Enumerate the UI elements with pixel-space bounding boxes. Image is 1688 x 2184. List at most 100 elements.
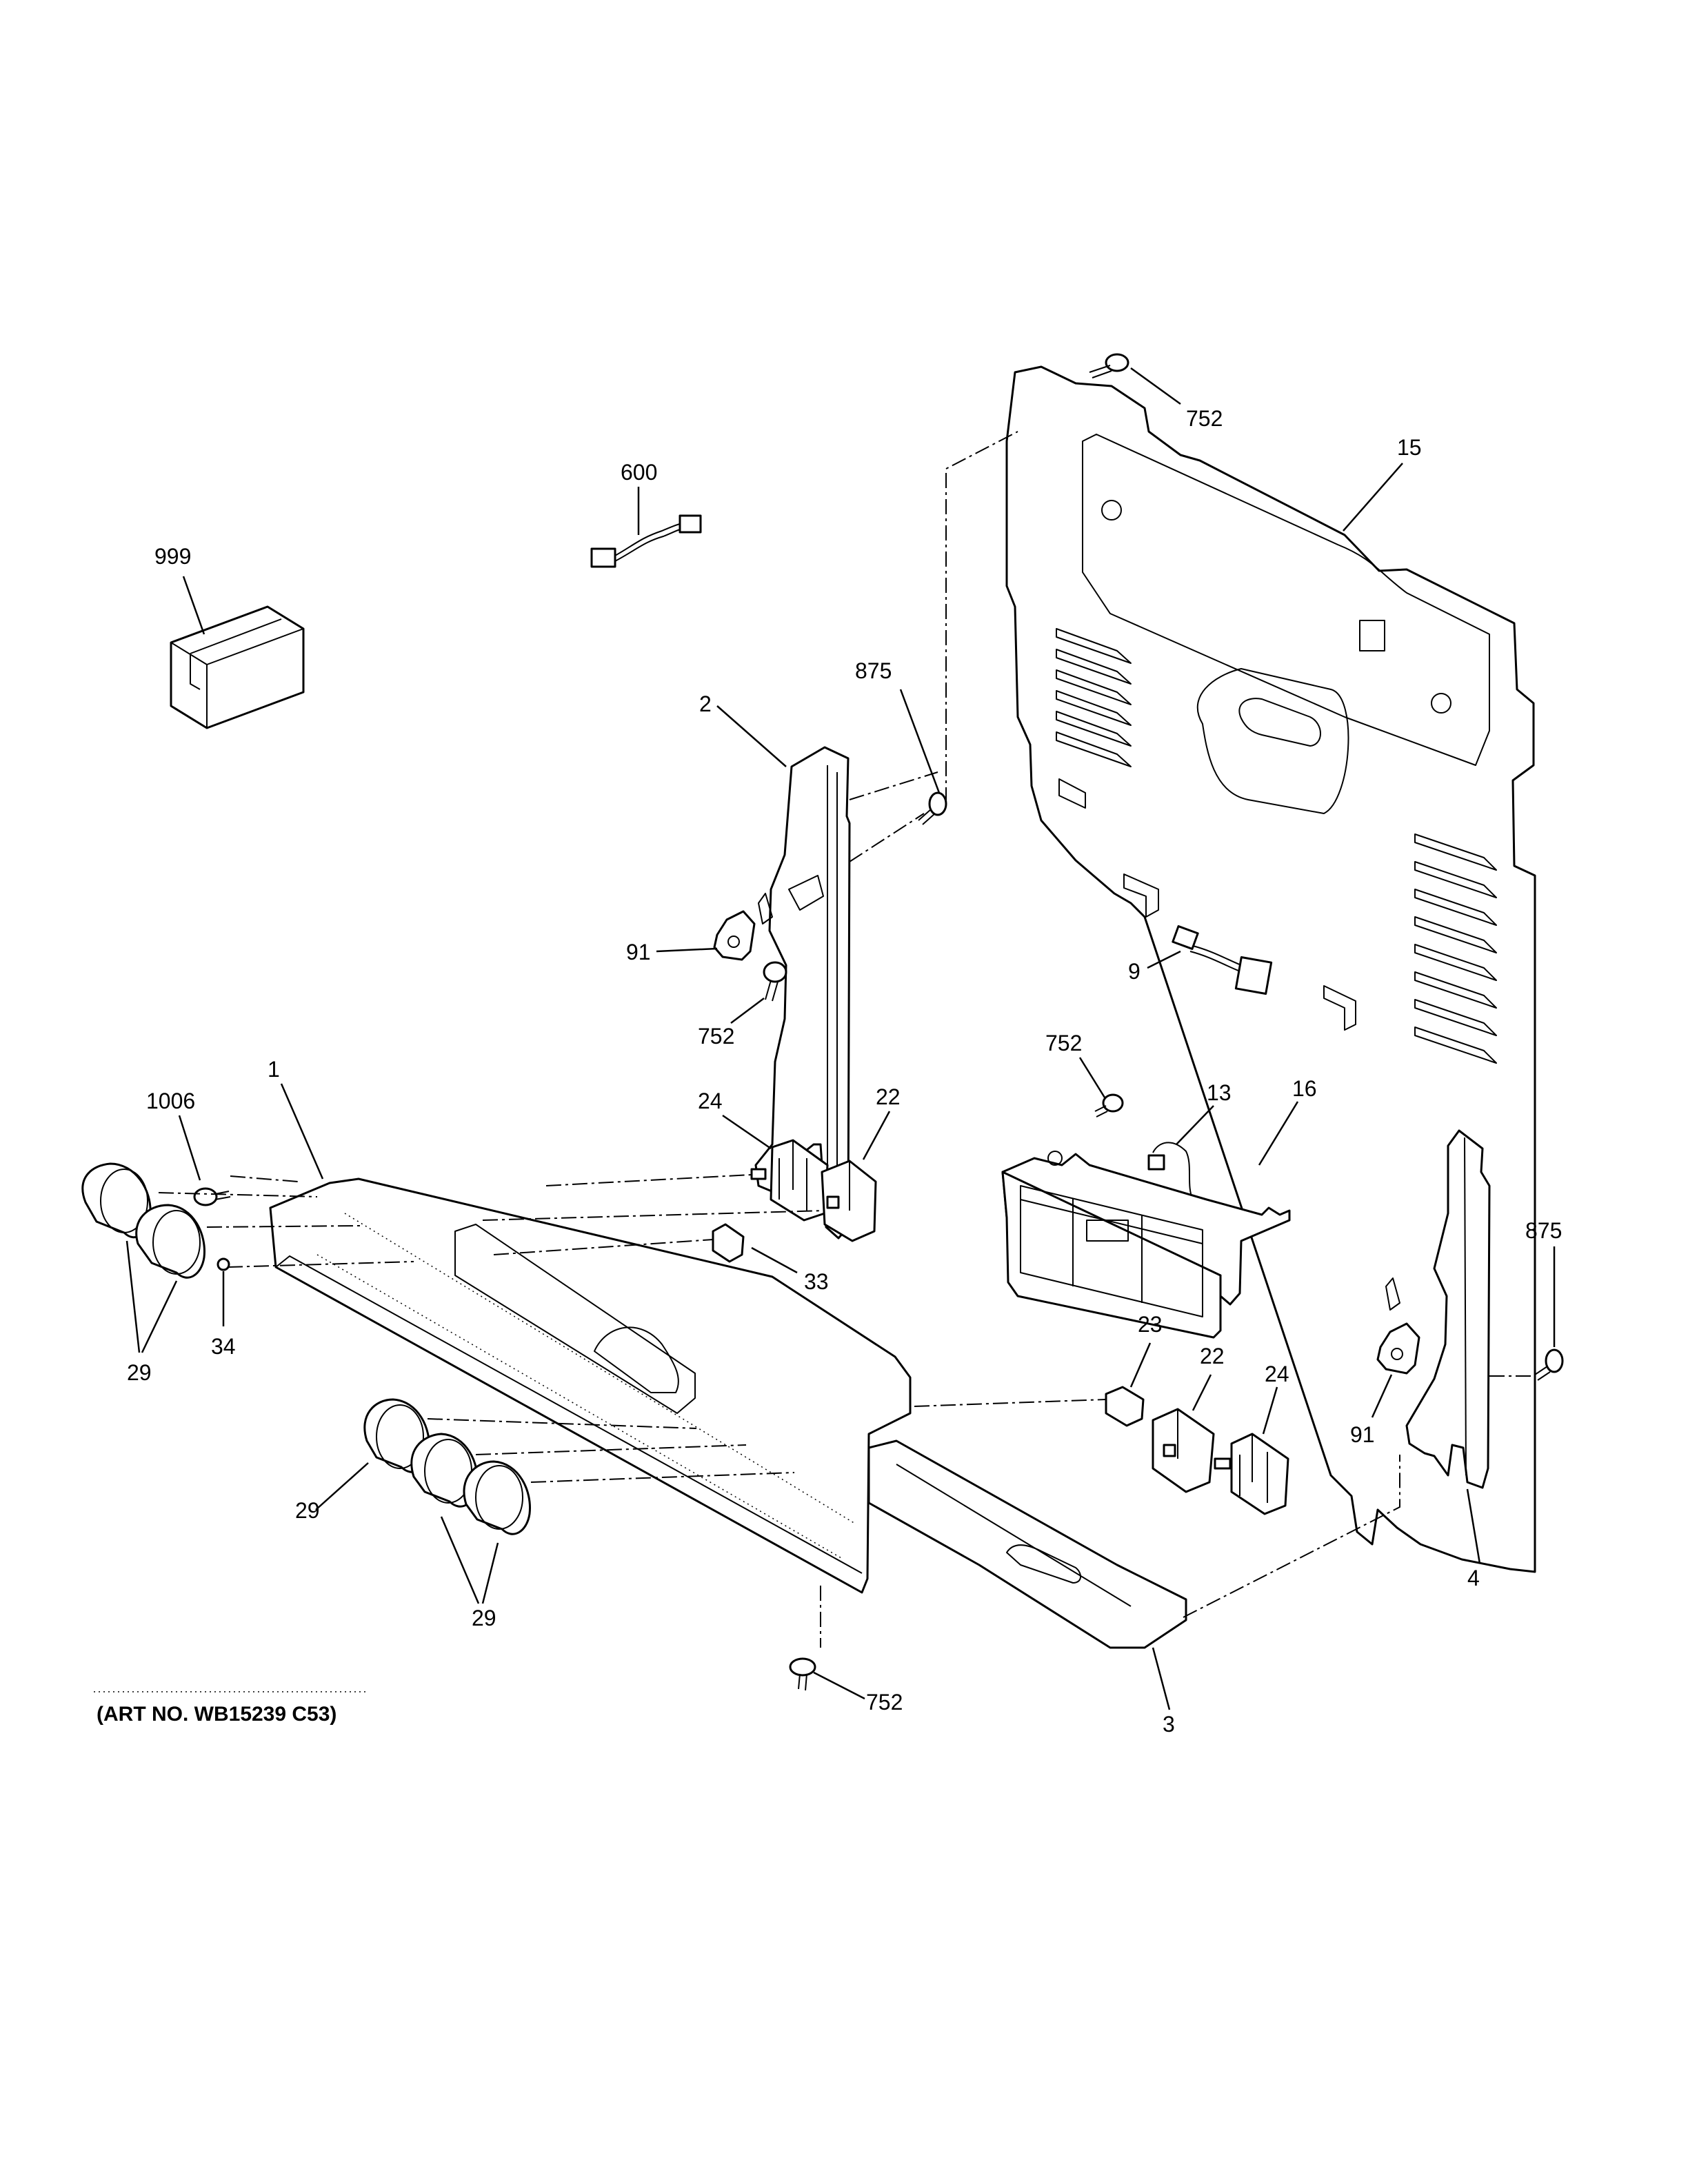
callout-29-left: 29	[127, 1360, 152, 1385]
switch-33	[712, 1223, 745, 1263]
leader-752-mid-left	[730, 998, 765, 1024]
switch-24-top	[750, 1139, 829, 1222]
side-bracket-right-4	[1385, 1129, 1491, 1489]
leader-29c-2	[481, 1542, 499, 1604]
callout-875-right: 875	[1525, 1218, 1562, 1243]
leader-2	[716, 705, 787, 767]
assembly-line-3-4	[1183, 1455, 1400, 1618]
callout-9: 9	[1128, 959, 1141, 984]
assembly-knob-line-3	[227, 1261, 414, 1268]
lower-trim-3	[867, 1439, 1187, 1649]
leader-29c-1	[440, 1516, 480, 1604]
callout-16: 16	[1292, 1076, 1317, 1101]
leader-15	[1343, 463, 1403, 532]
assembly-knob-line-1	[158, 1192, 318, 1197]
clip-91-left	[713, 910, 756, 961]
leader-752-top	[1130, 367, 1181, 405]
leader-24-top	[722, 1114, 772, 1150]
callout-752-bottom: 752	[866, 1690, 903, 1715]
callout-91-right: 91	[1350, 1422, 1375, 1447]
switch-22-top	[821, 1160, 877, 1242]
callout-752-center: 752	[1045, 1031, 1082, 1055]
callout-34: 34	[211, 1334, 236, 1359]
callout-1006: 1006	[146, 1089, 195, 1113]
assembly-knob-line-4	[230, 1175, 299, 1182]
leader-22-right	[1192, 1374, 1212, 1411]
leader-3	[1152, 1647, 1171, 1710]
callout-33: 33	[804, 1269, 829, 1294]
callout-13: 13	[1207, 1080, 1232, 1105]
assembly-knob-line-7	[530, 1472, 795, 1483]
assembly-line-752b	[849, 813, 925, 862]
screw-875-left	[918, 791, 947, 825]
knob-29-bottom-right	[463, 1460, 531, 1535]
screw-752-top	[1089, 353, 1129, 378]
callout-22-right: 22	[1200, 1344, 1225, 1368]
assembly-switch-line-1	[545, 1174, 752, 1186]
knob-29-lower-left	[135, 1204, 205, 1279]
assembly-line-2-15	[849, 771, 938, 800]
clip-91-right	[1376, 1322, 1420, 1375]
callout-29-bottom-right: 29	[472, 1606, 496, 1630]
callout-4: 4	[1467, 1566, 1480, 1590]
callout-752-top: 752	[1186, 406, 1223, 431]
callout-29-bottom-left: 29	[295, 1498, 320, 1523]
assembly-knob-line-5	[427, 1418, 697, 1429]
leader-875-left	[899, 689, 941, 793]
assembly-switch-line-2	[482, 1210, 825, 1221]
leader-1	[280, 1083, 324, 1180]
art-number: (ART NO. WB15239 C53)	[97, 1703, 336, 1726]
assembly-switch-line-3	[493, 1239, 714, 1255]
switch-24-right	[1214, 1433, 1289, 1515]
leader-1006	[178, 1115, 201, 1181]
switch-22-right	[1152, 1408, 1215, 1493]
screw-752-bottom	[789, 1657, 816, 1691]
leader-91-left	[656, 947, 718, 953]
wire-connector-9	[1172, 925, 1273, 995]
callout-24-top: 24	[698, 1089, 723, 1113]
leader-4	[1466, 1488, 1481, 1564]
leader-29b	[315, 1462, 369, 1510]
assembly-knob-line-6	[475, 1444, 747, 1455]
leader-13	[1176, 1105, 1214, 1145]
wire-harness-part	[590, 514, 702, 568]
nut-34	[217, 1257, 230, 1271]
switch-23	[1105, 1386, 1145, 1427]
leader-752-center	[1078, 1057, 1106, 1098]
callout-875-left: 875	[855, 658, 892, 683]
assembly-switch-line-right	[914, 1399, 1107, 1407]
screw-875-right	[1534, 1348, 1564, 1381]
callout-15: 15	[1397, 435, 1422, 460]
callout-1: 1	[268, 1057, 280, 1082]
callout-752-mid-left: 752	[698, 1024, 734, 1049]
control-board-16	[1001, 1151, 1291, 1339]
leader-29a-1	[125, 1240, 141, 1353]
knob-29-bottom-mid	[410, 1433, 479, 1508]
vent-slots-upper	[1056, 628, 1132, 767]
callout-3: 3	[1163, 1712, 1175, 1737]
leader-999	[182, 576, 205, 635]
carton-box-part	[170, 605, 305, 729]
assembly-line-875-15	[945, 431, 1018, 802]
screw-752-center	[1094, 1093, 1124, 1118]
callout-23: 23	[1138, 1312, 1163, 1337]
vent-slots-lower	[1414, 833, 1497, 1064]
callout-91-left: 91	[626, 940, 651, 964]
leader-24-right	[1262, 1386, 1278, 1435]
leader-22-top	[862, 1111, 891, 1160]
leader-23	[1129, 1342, 1152, 1388]
screw-1006	[193, 1187, 231, 1206]
screw-752-mid-left	[763, 961, 787, 1002]
callout-600: 600	[621, 460, 657, 485]
leader-9	[1147, 950, 1181, 969]
callout-2: 2	[699, 691, 712, 716]
leader-752-bottom	[813, 1671, 865, 1700]
callout-22-top: 22	[876, 1084, 901, 1109]
callout-999: 999	[154, 544, 191, 569]
leader-29a-2	[141, 1280, 178, 1353]
leader-91-right	[1371, 1374, 1393, 1418]
control-panel-1	[269, 1177, 912, 1594]
callout-24-right: 24	[1265, 1362, 1289, 1386]
leader-16	[1258, 1101, 1299, 1166]
